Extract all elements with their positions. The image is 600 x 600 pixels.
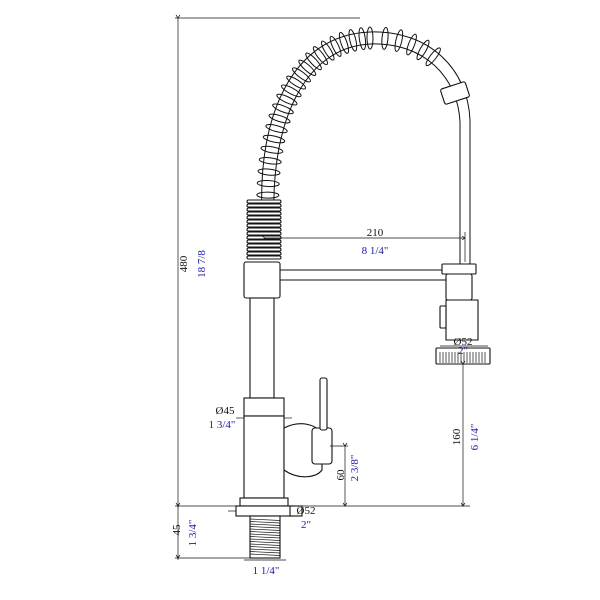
spring-coil <box>358 27 367 51</box>
spring-coil <box>348 29 358 52</box>
guard-band <box>246 219 282 224</box>
shank-length-in: 1 3/4" <box>187 520 199 547</box>
reach-mm: 210 <box>367 227 384 239</box>
guard-band <box>246 199 282 204</box>
thread-line <box>249 533 281 536</box>
guard-band <box>246 223 282 228</box>
dimension-arrow <box>342 502 348 507</box>
spring-guard <box>246 199 282 260</box>
spring-coil <box>276 93 298 106</box>
spring-coil <box>305 52 322 71</box>
spring-coil <box>260 145 284 154</box>
spray-head <box>435 81 491 365</box>
thread-line <box>249 526 281 529</box>
guard-band <box>246 207 282 212</box>
dimension-arrow <box>175 554 181 559</box>
spring-coil <box>394 29 404 52</box>
dimension-arrow <box>175 14 181 19</box>
thread-line <box>249 518 281 521</box>
spring-coil <box>406 33 417 56</box>
spring-coil <box>280 84 302 98</box>
spring-coil <box>425 47 441 67</box>
guard-band <box>246 251 282 256</box>
spring-coil <box>366 26 374 50</box>
spring-coil <box>338 31 350 54</box>
handle-height-in: 2 3/8" <box>349 455 361 482</box>
guard-band <box>246 239 282 244</box>
dimension-arrow <box>460 502 466 507</box>
thread-line <box>249 548 281 551</box>
spout-height-mm: 160 <box>451 428 463 445</box>
guard-band <box>246 211 282 216</box>
thread-line <box>249 538 281 541</box>
thread-line <box>249 523 281 526</box>
thread-line <box>249 553 281 556</box>
dimension-arrow <box>261 235 266 241</box>
spring-coil <box>256 191 280 199</box>
shank-thread-in: 1 1/4" <box>253 565 280 577</box>
guard-band <box>246 231 282 236</box>
base-diameter-in: 2" <box>301 519 311 531</box>
spout-arm <box>280 269 452 281</box>
spout-height-in: 6 1/4" <box>469 424 481 451</box>
guard-band <box>246 255 282 260</box>
spring-coil <box>291 67 311 83</box>
guard-band <box>246 247 282 252</box>
spring-coil <box>272 103 294 115</box>
thread-line <box>249 543 281 546</box>
spring-coil <box>258 157 282 165</box>
thread-line <box>249 536 281 539</box>
thread-line <box>249 531 281 534</box>
spring-coil <box>416 39 430 61</box>
spring-coil <box>312 46 328 66</box>
spring-coil <box>298 59 317 76</box>
spring-coil <box>329 35 342 57</box>
spring-coil <box>381 26 389 50</box>
thread-line <box>249 546 281 549</box>
dimension-arrow <box>461 235 466 241</box>
faucet-body <box>235 261 333 559</box>
guard-band <box>246 227 282 232</box>
dimension-arrow <box>342 442 348 447</box>
spring-coil <box>268 113 291 124</box>
reach-in: 8 1/4" <box>362 245 389 257</box>
dimension-arrow <box>175 502 181 507</box>
base-diameter-mm: Ø52 <box>297 505 316 517</box>
spring-coil <box>265 124 288 134</box>
handle-height-mm: 60 <box>335 469 347 481</box>
dimension-arrow <box>460 360 466 365</box>
shank-length-mm: 45 <box>171 524 183 536</box>
dimension-lines <box>175 14 488 561</box>
thread-line <box>249 541 281 544</box>
spray-head-diameter-in: 2" <box>458 345 468 357</box>
spring-hose <box>256 26 471 265</box>
total-height-mm: 480 <box>178 255 190 272</box>
total-height-in: 18 7/8 <box>196 250 208 278</box>
spring-coil <box>257 168 281 176</box>
thread-line <box>249 528 281 531</box>
guard-band <box>246 243 282 248</box>
thread-line <box>249 521 281 524</box>
body-diameter-in: 1 3/4" <box>209 419 236 431</box>
spring-coil <box>256 179 280 188</box>
spring-coil <box>320 40 335 61</box>
guard-band <box>246 215 282 220</box>
thread-line <box>249 551 281 554</box>
guard-band <box>246 203 282 208</box>
body-diameter-mm: Ø45 <box>216 405 235 417</box>
spring-coil <box>286 75 307 90</box>
spray-head-diameter-mm: Ø52 <box>454 336 473 348</box>
spring-coil <box>262 134 286 144</box>
